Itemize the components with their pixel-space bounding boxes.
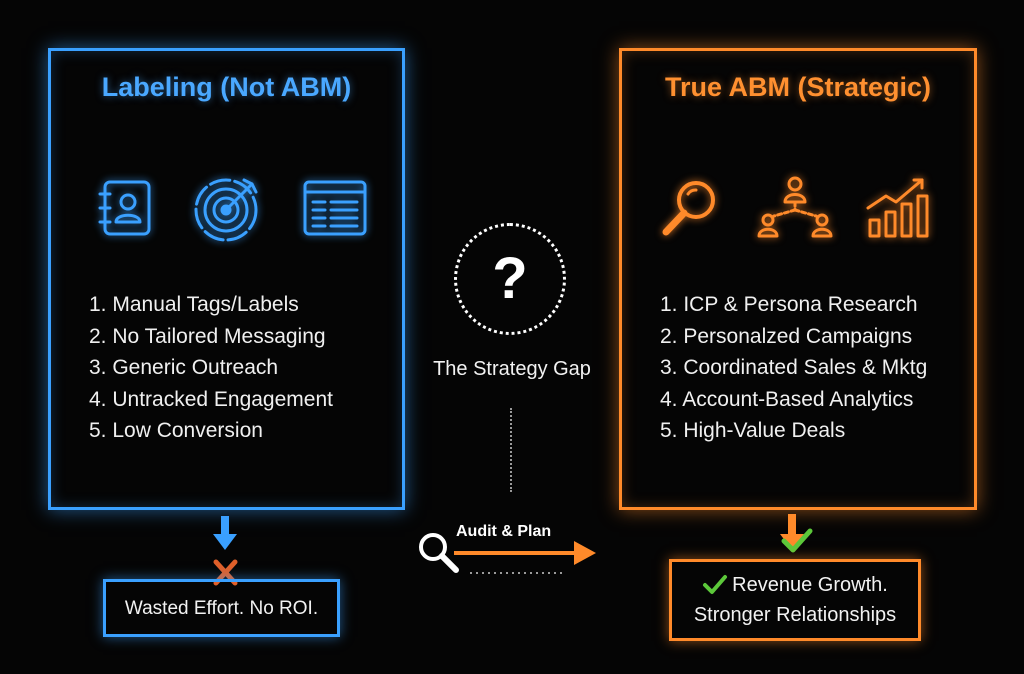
growth-chart-icon [864,172,936,244]
result-text-1: Revenue Growth. [732,574,888,596]
audit-plan-arrow [412,515,602,585]
dotted-connector [510,408,512,492]
result-text-2: Stronger Relationships [693,604,897,626]
true-abm-list: 1. ICP & Persona Research 2. Personalzed… [660,289,927,447]
true-abm-panel-title: True ABM (Strategic) [664,72,932,102]
strategy-gap-label: The Strategy Gap [433,358,591,380]
spreadsheet-icon [299,172,371,244]
labeling-panel: Labeling (Not ABM) 1. Manual Ta [48,48,405,510]
list-item: 5. Low Conversion [89,419,263,443]
list-item: 1. ICP & Persona Research [660,293,918,316]
question-mark-icon: ? [492,246,528,311]
target-icon [192,172,264,244]
org-chart-icon [754,172,833,244]
list-item: 5. High-Value Deals [660,419,846,443]
labeling-list: 1. Manual Tags/Labels 2. No Tailored Mes… [89,289,333,447]
true-abm-panel: True ABM (Strategic) 1. ICP & P [619,48,977,510]
list-item: 3. Coordinated Sales & Mktg [660,356,928,380]
audit-plan-label: Audit & Plan [456,523,552,540]
list-item: 4. Untracked Engagement [89,387,333,411]
true-abm-result-box: Revenue Growth. Stronger Relationships [669,559,921,641]
result-line-1: Revenue Growth. [672,570,918,600]
down-arrow-icon [779,514,805,554]
search-icon [419,533,459,573]
contact-book-icon [91,172,163,244]
labeling-panel-title: Labeling (Not ABM) [101,72,352,102]
check-mark-icon [703,575,728,594]
labeling-result-box: Wasted Effort. No ROI. [103,579,340,637]
magnifier-icon [654,172,726,244]
down-arrow-icon [212,516,238,554]
check-mark-icon [780,527,814,555]
list-item: 4. Account-Based Analytics [660,387,914,411]
list-item: 3. Generic Outreach [89,356,279,380]
strategy-gap-circle: ? [454,223,566,335]
list-item: 1. Manual Tags/Labels [89,293,299,316]
list-item: 2. No Tailored Messaging [89,324,326,348]
list-item: 2. Personalzed Campaigns [660,324,913,348]
